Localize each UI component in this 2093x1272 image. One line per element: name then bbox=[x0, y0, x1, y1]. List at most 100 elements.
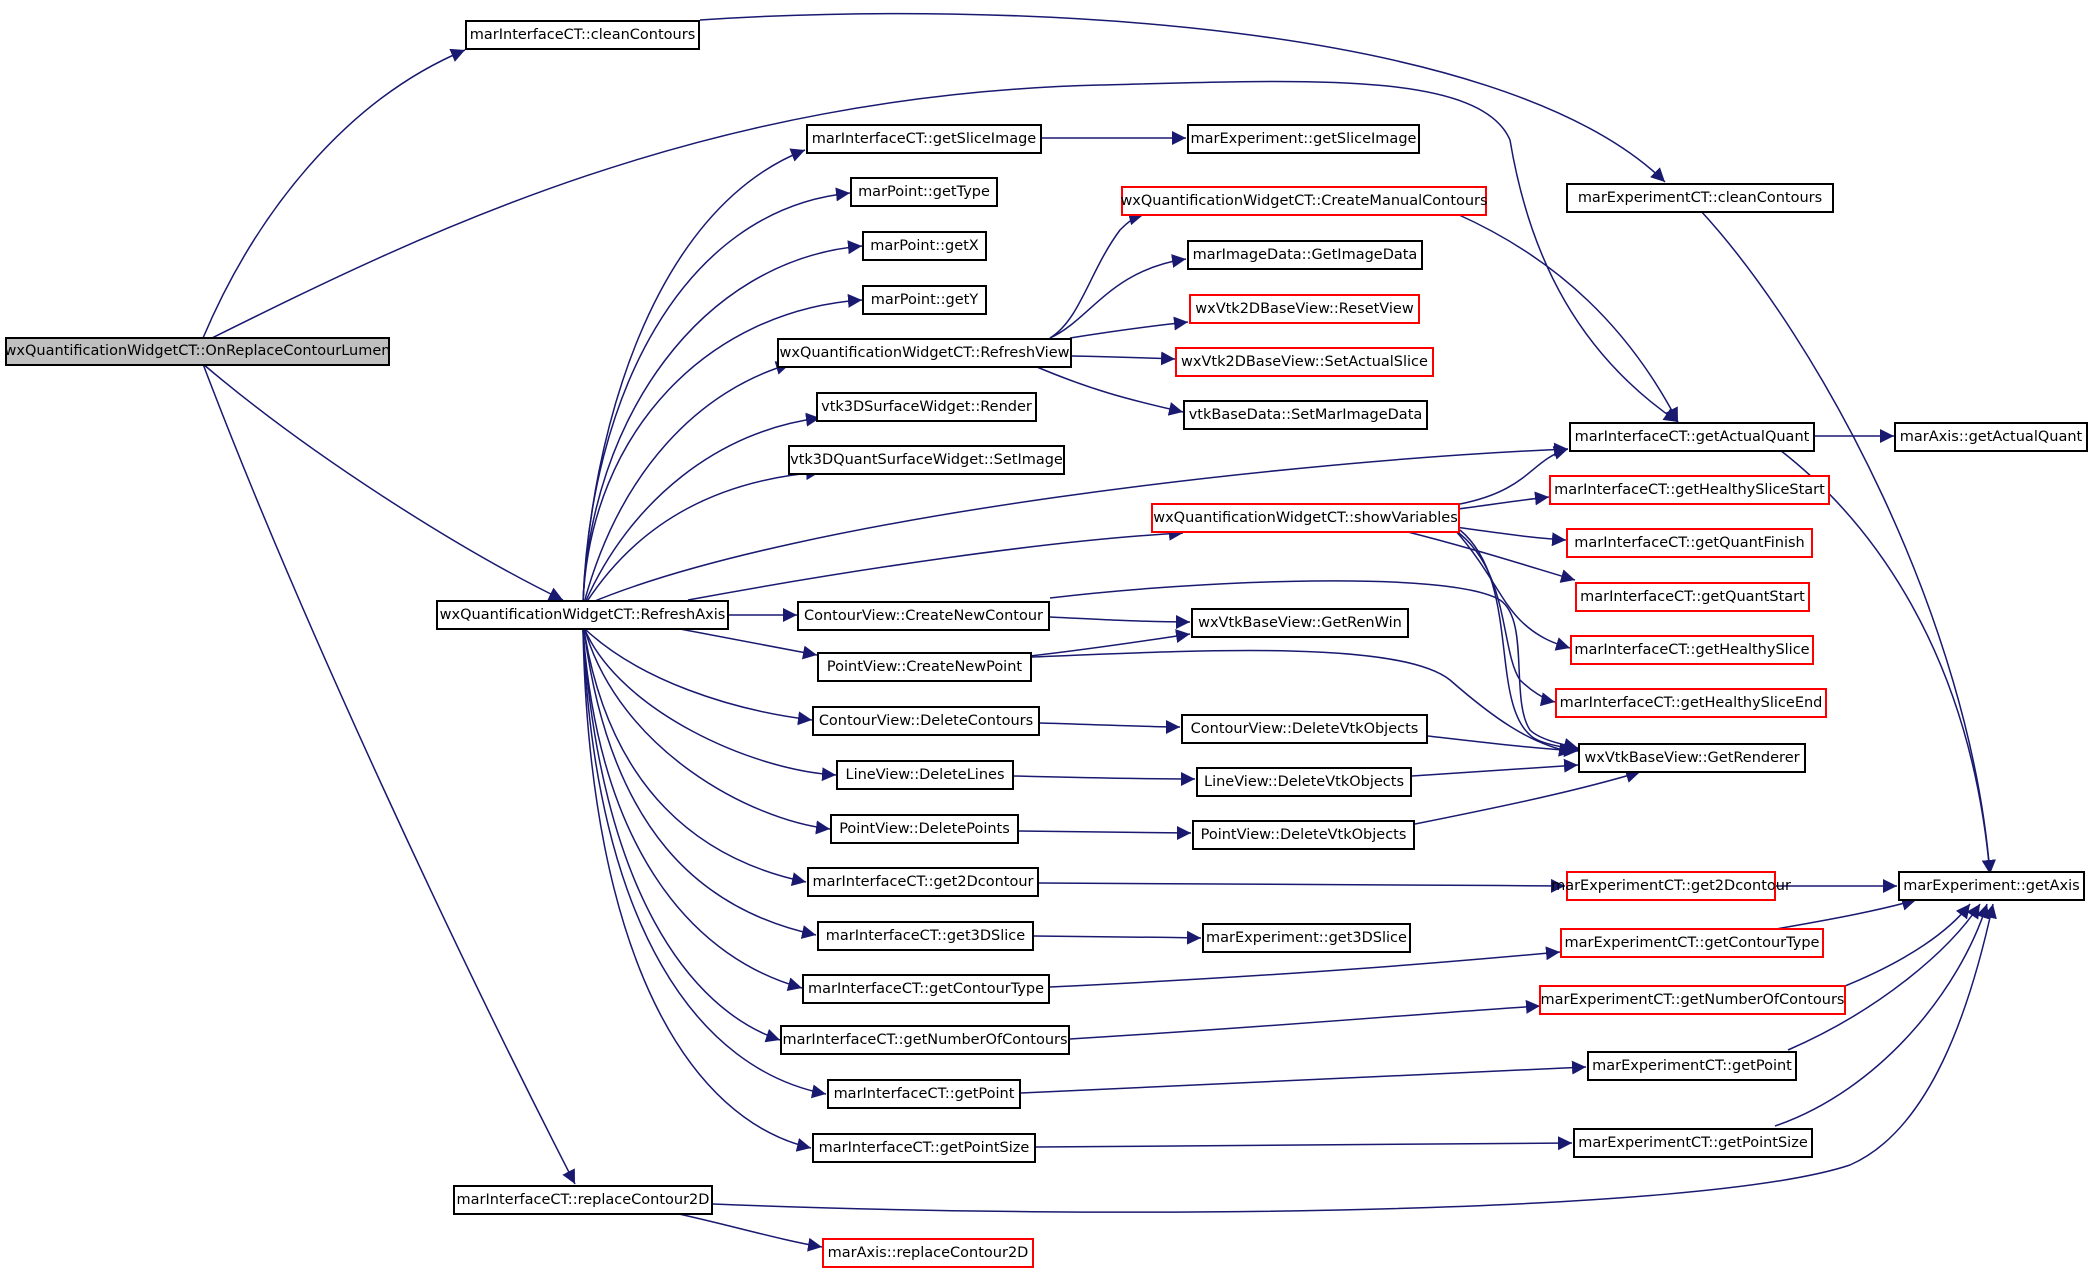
edge-refreshview-setmarimagedata bbox=[1029, 363, 1184, 416]
edge-ra-deletelines bbox=[584, 629, 837, 782]
edge-ra-getactualquant bbox=[589, 442, 1569, 604]
edge-linevtk-getrenderer bbox=[1411, 758, 1579, 777]
node-refresh-axis[interactable]: wxQuantificationWidgetCT::RefreshAxis bbox=[436, 600, 729, 630]
edge-showvariables-getrenderer bbox=[1459, 529, 1581, 755]
node-set-mar-image-data[interactable]: vtkBaseData::SetMarImageData bbox=[1183, 400, 1428, 430]
edge-ra-get2dcontour bbox=[583, 629, 807, 887]
node-get-healthy-slice-start[interactable]: marInterfaceCT::getHealthySliceStart bbox=[1549, 475, 1830, 505]
node-delete-contours[interactable]: ContourView::DeleteContours bbox=[812, 706, 1040, 736]
node-interface-get-actual-quant[interactable]: marInterfaceCT::getActualQuant bbox=[1569, 422, 1815, 452]
edge-getpointsize-expct bbox=[1035, 1136, 1573, 1151]
node-experiment-ct-get-number-of-contours[interactable]: marExperimentCT::getNumberOfContours bbox=[1539, 985, 1846, 1015]
node-interface-get-slice-image[interactable]: marInterfaceCT::getSliceImage bbox=[806, 124, 1042, 154]
edge-ra-setimage bbox=[585, 466, 821, 604]
node-line-delete-vtk-objects[interactable]: LineView::DeleteVtkObjects bbox=[1196, 767, 1412, 797]
edge-expctclean-getaxis bbox=[1699, 209, 1996, 875]
node-interface-replace-contour-2d[interactable]: marInterfaceCT::replaceContour2D bbox=[453, 1185, 713, 1215]
edge-get3dslice-exp bbox=[1033, 930, 1202, 945]
node-create-new-contour[interactable]: ContourView::CreateNewContour bbox=[797, 601, 1050, 631]
node-get-healthy-slice[interactable]: marInterfaceCT::getHealthySlice bbox=[1570, 635, 1814, 665]
node-experiment-get-slice-image[interactable]: marExperiment::getSliceImage bbox=[1187, 124, 1420, 154]
node-get-ren-win[interactable]: wxVtkBaseView::GetRenWin bbox=[1191, 608, 1409, 638]
node-quant-surface-set-image[interactable]: vtk3DQuantSurfaceWidget::SetImage bbox=[788, 445, 1065, 475]
node-interface-get-2d-contour[interactable]: marInterfaceCT::get2Dcontour bbox=[807, 867, 1039, 897]
edge-expctnumber-getaxis bbox=[1839, 903, 1971, 989]
edge-createnewcontour-getrenwin bbox=[1049, 614, 1191, 629]
node-experiment-get-3d-slice[interactable]: marExperiment::get3DSlice bbox=[1202, 923, 1411, 953]
edge-replace2d-getaxis bbox=[712, 903, 1997, 1213]
node-show-variables[interactable]: wxQuantificationWidgetCT::showVariables bbox=[1151, 503, 1460, 533]
node-axis-replace-contour-2d[interactable]: marAxis::replaceContour2D bbox=[822, 1238, 1034, 1268]
node-delete-points[interactable]: PointView::DeletePoints bbox=[830, 814, 1019, 844]
node-get-image-data[interactable]: marImageData::GetImageData bbox=[1187, 240, 1423, 270]
edge-showvariables-healthysliceend bbox=[1454, 529, 1556, 707]
edge-pointvtk-getrenderer bbox=[1414, 769, 1641, 825]
edge-ra-render bbox=[584, 412, 821, 604]
node-delete-lines[interactable]: LineView::DeleteLines bbox=[836, 760, 1014, 790]
node-experiment-ct-get-contour-type[interactable]: marExperimentCT::getContourType bbox=[1560, 928, 1824, 958]
edge-ra-gettype bbox=[582, 187, 851, 604]
edge-showvariables-quantfinish bbox=[1454, 526, 1567, 547]
edge-ra-deletecontours bbox=[585, 629, 813, 726]
edge-ra-refreshview bbox=[583, 361, 791, 604]
node-point-get-type[interactable]: marPoint::getType bbox=[850, 177, 998, 207]
edge-ra-getx bbox=[582, 240, 863, 604]
edge-refreshview-getimagedata bbox=[1049, 254, 1187, 339]
node-experiment-ct-clean-contours[interactable]: marExperimentCT::cleanContours bbox=[1566, 183, 1834, 213]
node-interface-get-3d-slice[interactable]: marInterfaceCT::get3DSlice bbox=[817, 921, 1034, 951]
node-experiment-get-axis[interactable]: marExperiment::getAxis bbox=[1898, 871, 2085, 901]
edge-ra-deletepoints bbox=[584, 629, 831, 835]
edge-showvariables-healthystart bbox=[1457, 491, 1550, 510]
edge-ra-getcontourtype bbox=[582, 629, 803, 992]
node-point-delete-vtk-objects[interactable]: PointView::DeleteVtkObjects bbox=[1192, 820, 1415, 850]
edge-showvariables-healthyslice bbox=[1454, 529, 1571, 651]
edge-ra-getpointsize bbox=[582, 629, 812, 1152]
node-interface-get-contour-type[interactable]: marInterfaceCT::getContourType bbox=[802, 974, 1050, 1004]
node-experiment-ct-get-point[interactable]: marExperimentCT::getPoint bbox=[1587, 1051, 1797, 1081]
edge-onreplace-refreshaxis bbox=[202, 363, 564, 601]
edge-showvariables-getactualquant bbox=[1459, 446, 1569, 505]
edge-getnumberofcontours-expct bbox=[1069, 999, 1541, 1040]
node-get-quant-start[interactable]: marInterfaceCT::getQuantStart bbox=[1575, 582, 1810, 612]
node-refresh-view[interactable]: wxQuantificationWidgetCT::RefreshView bbox=[777, 338, 1072, 368]
edge-getcontourtype-expct bbox=[1049, 946, 1561, 988]
edge-ra-get3dslice bbox=[583, 629, 817, 939]
node-reset-view[interactable]: wxVtk2DBaseView::ResetView bbox=[1189, 294, 1420, 324]
node-create-new-point[interactable]: PointView::CreateNewPoint bbox=[817, 652, 1032, 682]
node-point-get-y[interactable]: marPoint::getY bbox=[862, 285, 987, 315]
node-interface-get-point-size[interactable]: marInterfaceCT::getPointSize bbox=[812, 1133, 1036, 1163]
edge-ifclean-expctclean bbox=[699, 12, 1666, 183]
node-point-get-x[interactable]: marPoint::getX bbox=[862, 231, 987, 261]
node-get-healthy-slice-end[interactable]: marInterfaceCT::getHealthySliceEnd bbox=[1555, 688, 1827, 718]
edge-expctpointsize-getaxis bbox=[1774, 903, 1990, 1127]
edge-onreplace-replacecontour2d bbox=[202, 363, 576, 1185]
edge-ra-showvariables bbox=[687, 526, 1184, 601]
node-interface-clean-contours[interactable]: marInterfaceCT::cleanContours bbox=[465, 20, 700, 50]
node-surface-render[interactable]: vtk3DSurfaceWidget::Render bbox=[816, 392, 1037, 422]
edge-replace2d-axisreplace bbox=[669, 1211, 823, 1252]
edge-ra-createnewpoint bbox=[679, 628, 818, 660]
edge-refreshview-resetview bbox=[1069, 316, 1189, 339]
edge-createnewpoint-getrenwin bbox=[1029, 629, 1191, 657]
node-get-quant-finish[interactable]: marInterfaceCT::getQuantFinish bbox=[1566, 528, 1813, 558]
edge-createnewpoint-getrenderer bbox=[1031, 649, 1574, 757]
edge-createnewcontour-getrenderer bbox=[1049, 580, 1579, 752]
edge-contourvtk-getrenderer bbox=[1427, 735, 1579, 758]
edge-ra-getnumberofcontours bbox=[582, 629, 781, 1043]
node-axis-get-actual-quant[interactable]: marAxis::getActualQuant bbox=[1894, 422, 2088, 452]
node-set-actual-slice[interactable]: wxVtk2DBaseView::SetActualSlice bbox=[1175, 347, 1434, 377]
node-create-manual-contours[interactable]: wxQuantificationWidgetCT::CreateManualCo… bbox=[1120, 186, 1488, 216]
edge-get2dcontour-expct bbox=[1038, 878, 1566, 893]
node-on-replace-contour-lumen[interactable]: wxQuantificationWidgetCT::OnReplaceConto… bbox=[5, 337, 390, 366]
node-contour-delete-vtk-objects[interactable]: ContourView::DeleteVtkObjects bbox=[1181, 714, 1428, 744]
node-experiment-ct-get-2d-contour[interactable]: marExperimentCT::get2Dcontour bbox=[1551, 871, 1791, 901]
edge-showvariables-quantstart bbox=[1399, 529, 1576, 583]
node-experiment-ct-get-point-size[interactable]: marExperimentCT::getPointSize bbox=[1573, 1128, 1813, 1158]
edge-deletepoints-vtk bbox=[1018, 825, 1192, 840]
edge-expctpoint-getaxis bbox=[1787, 903, 1981, 1051]
node-interface-get-number-of-contours[interactable]: marInterfaceCT::getNumberOfContours bbox=[780, 1025, 1070, 1055]
edge-onreplace-cleancontours bbox=[202, 48, 466, 339]
node-get-renderer[interactable]: wxVtkBaseView::GetRenderer bbox=[1578, 743, 1806, 773]
node-interface-get-point[interactable]: marInterfaceCT::getPoint bbox=[827, 1079, 1021, 1109]
